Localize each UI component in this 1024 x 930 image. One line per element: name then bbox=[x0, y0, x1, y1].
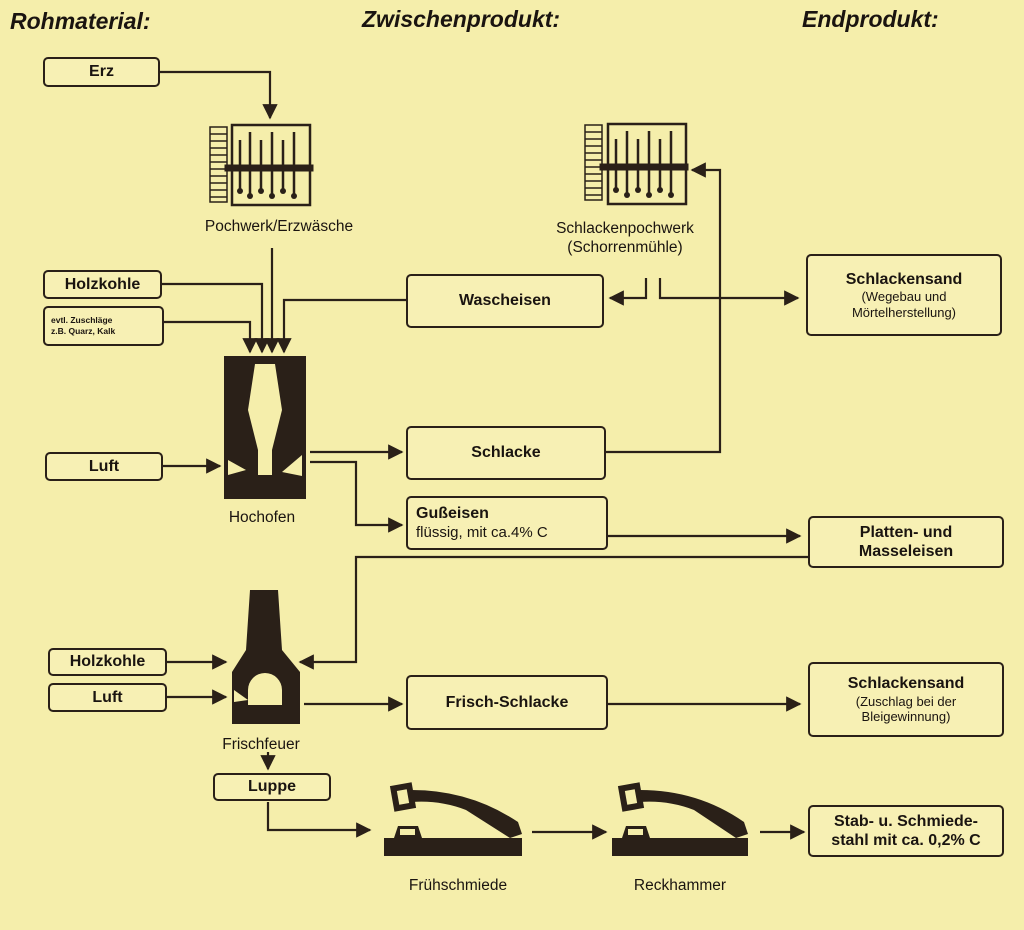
frischfeuer-icon bbox=[232, 590, 300, 724]
box-holzkohle-2: Holzkohle bbox=[48, 648, 167, 676]
box-schlackensand-1-line-1: (Wegebau und bbox=[861, 289, 947, 304]
box-frischschlacke: Frisch-Schlacke bbox=[406, 675, 608, 730]
label-pochwerk: Pochwerk/Erzwäsche bbox=[204, 218, 354, 235]
box-schlacke-label: Schlacke bbox=[471, 444, 541, 462]
box-gusseisen-detail: flüssig, mit ca.4% C bbox=[416, 523, 548, 541]
box-zuschlaege: evtl. Zuschläge z.B. Quarz, Kalk bbox=[43, 306, 164, 346]
label-schlackenpochwerk-line-1: Schlackenpochwerk bbox=[556, 220, 694, 237]
arrow-schlacke-schlackenpochwerk bbox=[606, 162, 722, 454]
label-schlackenpochwerk-line-2: (Schorrenmühle) bbox=[567, 239, 683, 257]
schlackenpochwerk-icon bbox=[584, 122, 689, 206]
box-schlackensand-1-line-2: Mörtelherstellung) bbox=[851, 304, 957, 320]
label-reckhammer: Reckhammer bbox=[633, 877, 727, 894]
arrow-wascheisen-hochofen bbox=[276, 298, 406, 354]
box-erz-label: Erz bbox=[89, 63, 114, 81]
box-stahl-line-1: Stab- u. Schmiede- bbox=[833, 812, 979, 830]
label-fruehschmiede: Frühschmiede bbox=[408, 877, 508, 894]
fruehschmiede-icon bbox=[384, 782, 522, 856]
box-holzkohle-2-label: Holzkohle bbox=[69, 653, 146, 671]
hochofen-icon bbox=[224, 356, 306, 499]
box-luft-2: Luft bbox=[48, 683, 167, 712]
box-luppe-label: Luppe bbox=[248, 778, 296, 796]
box-schlackensand-1-title: Schlackensand bbox=[845, 270, 963, 288]
box-schlackensand-2-title: Schlackensand bbox=[847, 675, 965, 693]
box-schlackensand-2-line-2: Bleigewinnung) bbox=[861, 709, 951, 725]
box-luft-2-label: Luft bbox=[92, 688, 123, 706]
box-platten-masseleisen: Platten- und Masseleisen bbox=[808, 516, 1004, 568]
header-endprodukt: Endprodukt: bbox=[802, 6, 939, 32]
arrow-luppe-fruehschmiede bbox=[266, 802, 372, 838]
box-wascheisen-label: Wascheisen bbox=[459, 292, 551, 310]
label-hochofen: Hochofen bbox=[228, 509, 296, 526]
box-schlackensand-2-line-1: (Zuschlag bei der bbox=[855, 693, 957, 709]
box-zuschlaege-line-1: evtl. Zuschläge bbox=[51, 314, 113, 325]
box-holzkohle-1: Holzkohle bbox=[43, 270, 162, 299]
box-gusseisen: Gußeisen flüssig, mit ca.4% C bbox=[406, 496, 608, 550]
arrow-schlackenpochwerk-wascheisen bbox=[608, 278, 648, 306]
label-frischfeuer: Frischfeuer bbox=[222, 736, 300, 753]
pochwerk-icon bbox=[209, 123, 314, 207]
header-rohmaterial: Rohmaterial: bbox=[10, 8, 151, 34]
box-gusseisen-title: Gußeisen bbox=[416, 505, 489, 523]
box-holzkohle-1-label: Holzkohle bbox=[64, 275, 141, 293]
arrow-holzkohle-hochofen bbox=[162, 282, 270, 354]
box-frischschlacke-label: Frisch-Schlacke bbox=[445, 693, 569, 711]
box-luft-1-label: Luft bbox=[88, 457, 120, 475]
box-platten-line-1: Platten- und bbox=[859, 523, 953, 541]
box-schlacke: Schlacke bbox=[406, 426, 606, 480]
box-stahl: Stab- u. Schmiede- stahl mit ca. 0,2% C bbox=[808, 805, 1004, 857]
reckhammer-icon bbox=[612, 782, 748, 856]
box-wascheisen: Wascheisen bbox=[406, 274, 604, 328]
box-schlackensand-2: Schlackensand (Zuschlag bei der Bleigewi… bbox=[808, 662, 1004, 737]
box-zuschlaege-line-2: z.B. Quarz, Kalk bbox=[51, 326, 116, 336]
arrow-erz-pochwerk bbox=[160, 70, 278, 120]
header-zwischenprodukt: Zwischenprodukt: bbox=[362, 6, 561, 32]
arrow-platten-frischfeuer bbox=[298, 555, 808, 670]
arrow-zuschlaege-hochofen bbox=[164, 320, 258, 354]
box-schlackensand-1: Schlackensand (Wegebau und Mörtelherstel… bbox=[806, 254, 1002, 336]
box-luft-1: Luft bbox=[45, 452, 163, 481]
label-schlackenpochwerk: Schlackenpochwerk (Schorrenmühle) bbox=[530, 219, 720, 258]
box-stahl-line-2: stahl mit ca. 0,2% C bbox=[831, 832, 981, 849]
box-platten-line-2: Masseleisen bbox=[858, 543, 954, 560]
box-erz: Erz bbox=[43, 57, 160, 87]
arrow-schlackenpochwerk-schlackensand bbox=[658, 278, 800, 306]
arrow-hochofen-gusseisen bbox=[310, 460, 404, 533]
box-luppe: Luppe bbox=[213, 773, 331, 801]
